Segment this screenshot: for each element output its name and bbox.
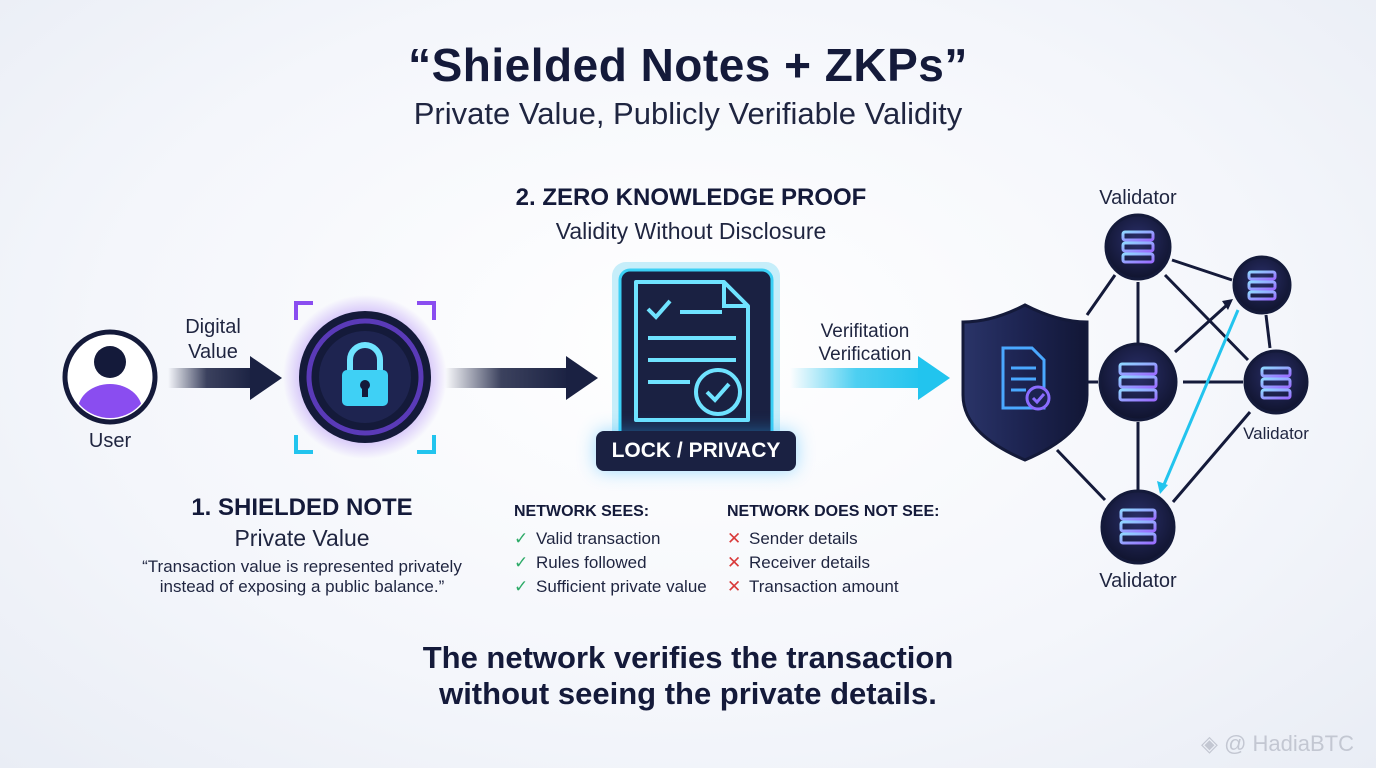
watermark: ◈ @ HadiaBTC bbox=[1201, 731, 1354, 757]
checklist-document-icon bbox=[612, 262, 780, 462]
validator-label-top: Validator bbox=[1099, 187, 1177, 209]
shielded-note-section: 1. SHIELDED NOTE Private Value “Transact… bbox=[100, 494, 504, 597]
validator-node-center bbox=[1098, 342, 1178, 422]
verification-label: Verifitation Verification bbox=[800, 320, 930, 366]
cross-icon: ✕ bbox=[727, 553, 742, 572]
zkp-heading: 2. ZERO KNOWLEDGE PROOF bbox=[515, 184, 867, 211]
quote-line2: instead of exposing a public balance.” bbox=[159, 577, 445, 596]
page-title: “Shielded Notes + ZKPs” bbox=[408, 39, 968, 91]
checkmark-icon: ✓ bbox=[514, 553, 529, 572]
digital-value-label: Digital Value bbox=[163, 315, 263, 365]
padlock-icon bbox=[283, 295, 447, 459]
lock-privacy-badge: LOCK / PRIVACY bbox=[596, 431, 796, 471]
diamond-logo-icon: ◈ bbox=[1201, 731, 1218, 756]
digital-value-line2: Value bbox=[188, 341, 238, 363]
quote-line1: “Transaction value is represented privat… bbox=[142, 557, 462, 576]
user-avatar-icon bbox=[62, 329, 158, 425]
page-subtitle: Private Value, Publicly Verifiable Valid… bbox=[413, 96, 963, 131]
digital-value-line1: Digital bbox=[185, 316, 241, 338]
checkmark-icon: ✓ bbox=[514, 577, 529, 596]
conclusion-line2: without seeing the private details. bbox=[439, 676, 937, 711]
validator-label-bottom: Validator bbox=[1099, 570, 1177, 592]
cross-icon: ✕ bbox=[727, 529, 742, 548]
list-item: ✕Receiver details bbox=[727, 551, 957, 575]
validator-node-right bbox=[1243, 349, 1309, 415]
zkp-subheading: Validity Without Disclosure bbox=[555, 218, 827, 244]
watermark-text: @ HadiaBTC bbox=[1224, 731, 1354, 756]
validator-node-top bbox=[1104, 213, 1172, 281]
network-sees-heading: NETWORK SEES: bbox=[514, 503, 650, 520]
list-item: ✓Valid transaction bbox=[514, 527, 724, 551]
network-not-see-heading: NETWORK DOES NOT SEE: bbox=[727, 503, 940, 520]
cross-icon: ✕ bbox=[727, 577, 742, 596]
zkp-section: 2. ZERO KNOWLEDGE PROOF Validity Without… bbox=[446, 184, 936, 245]
arrow-note-to-proof bbox=[445, 356, 598, 400]
list-item: ✕Transaction amount bbox=[727, 575, 957, 599]
network-sees-list: NETWORK SEES: ✓Valid transaction ✓Rules … bbox=[514, 503, 724, 599]
shielded-note-quote: “Transaction value is represented privat… bbox=[100, 557, 504, 597]
network-not-see-list: NETWORK DOES NOT SEE: ✕Sender details ✕R… bbox=[727, 503, 957, 599]
user-label: User bbox=[88, 430, 132, 452]
verification-line1: Verifitation bbox=[820, 321, 910, 342]
list-item: ✕Sender details bbox=[727, 527, 957, 551]
verification-line2: Verification bbox=[818, 344, 912, 365]
list-item: ✓Sufficient private value bbox=[514, 575, 724, 599]
shielded-note-subheading: Private Value bbox=[234, 525, 370, 551]
list-item: ✓Rules followed bbox=[514, 551, 724, 575]
validator-cyan-links bbox=[1157, 299, 1240, 494]
validator-label-right: Validator bbox=[1243, 424, 1309, 443]
arrow-user-to-note bbox=[168, 356, 282, 400]
validator-node-bottom bbox=[1100, 489, 1176, 565]
arrow-proof-to-verification bbox=[790, 356, 950, 400]
checkmark-icon: ✓ bbox=[514, 529, 529, 548]
shield-document-icon bbox=[961, 303, 1089, 462]
validator-connections bbox=[1055, 258, 1272, 503]
conclusion-line1: The network verifies the transaction bbox=[422, 640, 954, 675]
shielded-note-heading: 1. SHIELDED NOTE bbox=[191, 494, 413, 521]
validator-node-upper-right bbox=[1232, 255, 1292, 315]
conclusion-text: The network verifies the transaction wit… bbox=[0, 640, 1376, 712]
